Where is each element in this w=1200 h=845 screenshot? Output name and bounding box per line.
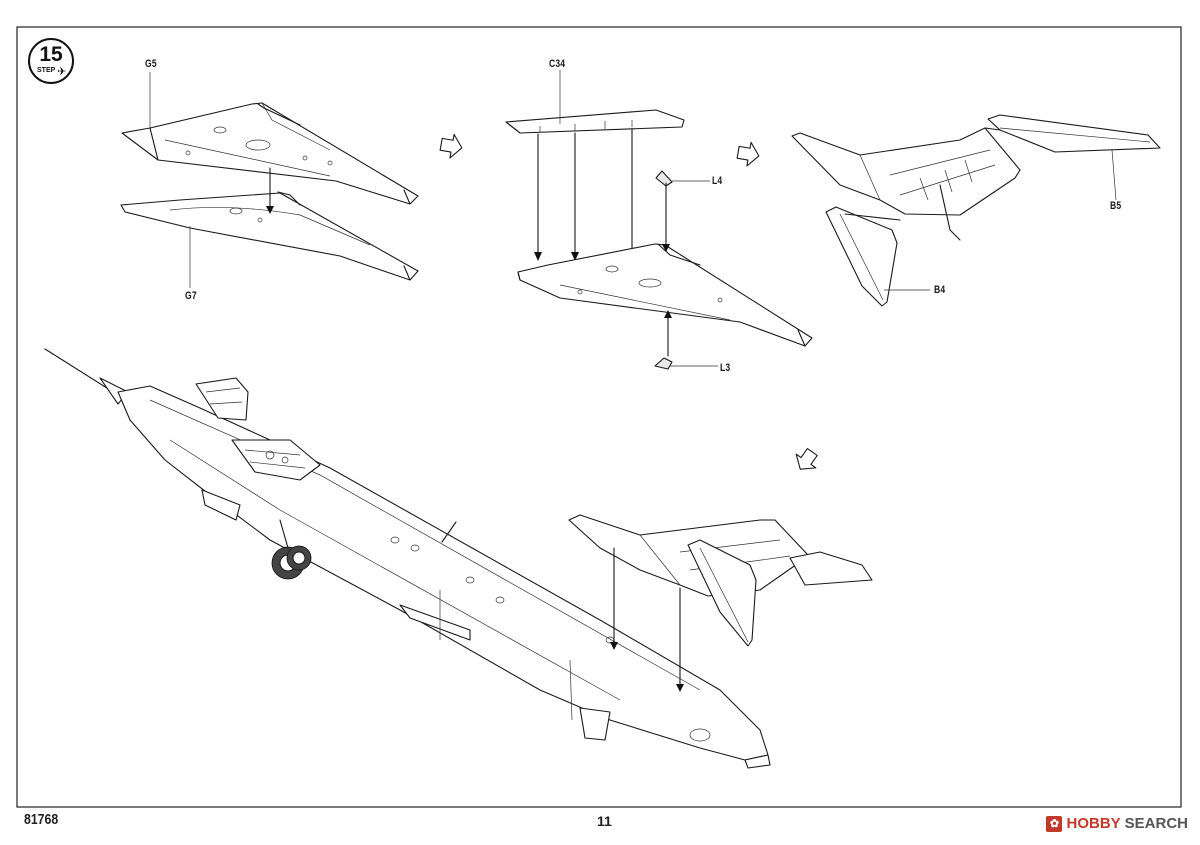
- label-g5: G5: [145, 58, 157, 70]
- fuselage-assembly: [44, 348, 771, 769]
- label-l4: L4: [712, 175, 723, 187]
- label-c34: C34: [549, 58, 566, 70]
- part-c34-flap: [505, 109, 685, 134]
- label-g7: G7: [185, 290, 197, 302]
- part-g5-wing-upper: [121, 102, 419, 205]
- assembled-wing-with-tail: [791, 114, 1161, 307]
- wing-for-fuselage: [568, 514, 873, 692]
- watermark-word: SEARCH: [1124, 815, 1188, 832]
- step-word: STEP: [37, 67, 56, 74]
- hollow-arrow-icon: [795, 447, 818, 470]
- part-l4: [655, 170, 673, 252]
- model-number: 81768: [24, 811, 59, 828]
- part-l3: [654, 310, 673, 370]
- label-b4: B4: [934, 284, 946, 296]
- hollow-arrow-icon: [439, 133, 463, 159]
- page-number: 11: [597, 813, 612, 829]
- c34-locator-arrows: [534, 128, 636, 265]
- part-g7-wing-lower: [120, 191, 419, 281]
- assembled-wing-middle: [517, 243, 813, 347]
- watermark-brand: HOBBY: [1066, 815, 1121, 832]
- step-number: 15: [39, 43, 63, 66]
- label-leader-lines: [149, 70, 1117, 367]
- hobbysearch-logo-icon: ✿: [1046, 815, 1063, 832]
- step-badge: 15 STEP ✈: [28, 38, 74, 84]
- aircraft-silhouette-icon: ✈: [57, 66, 67, 78]
- label-b5: B5: [1110, 200, 1122, 212]
- watermark: ✿ HOBBY SEARCH: [1046, 815, 1188, 832]
- label-l3: L3: [720, 362, 731, 374]
- arrowhead-icon: [266, 206, 274, 214]
- page-border: [16, 26, 1182, 808]
- hollow-arrow-icon: [736, 141, 760, 167]
